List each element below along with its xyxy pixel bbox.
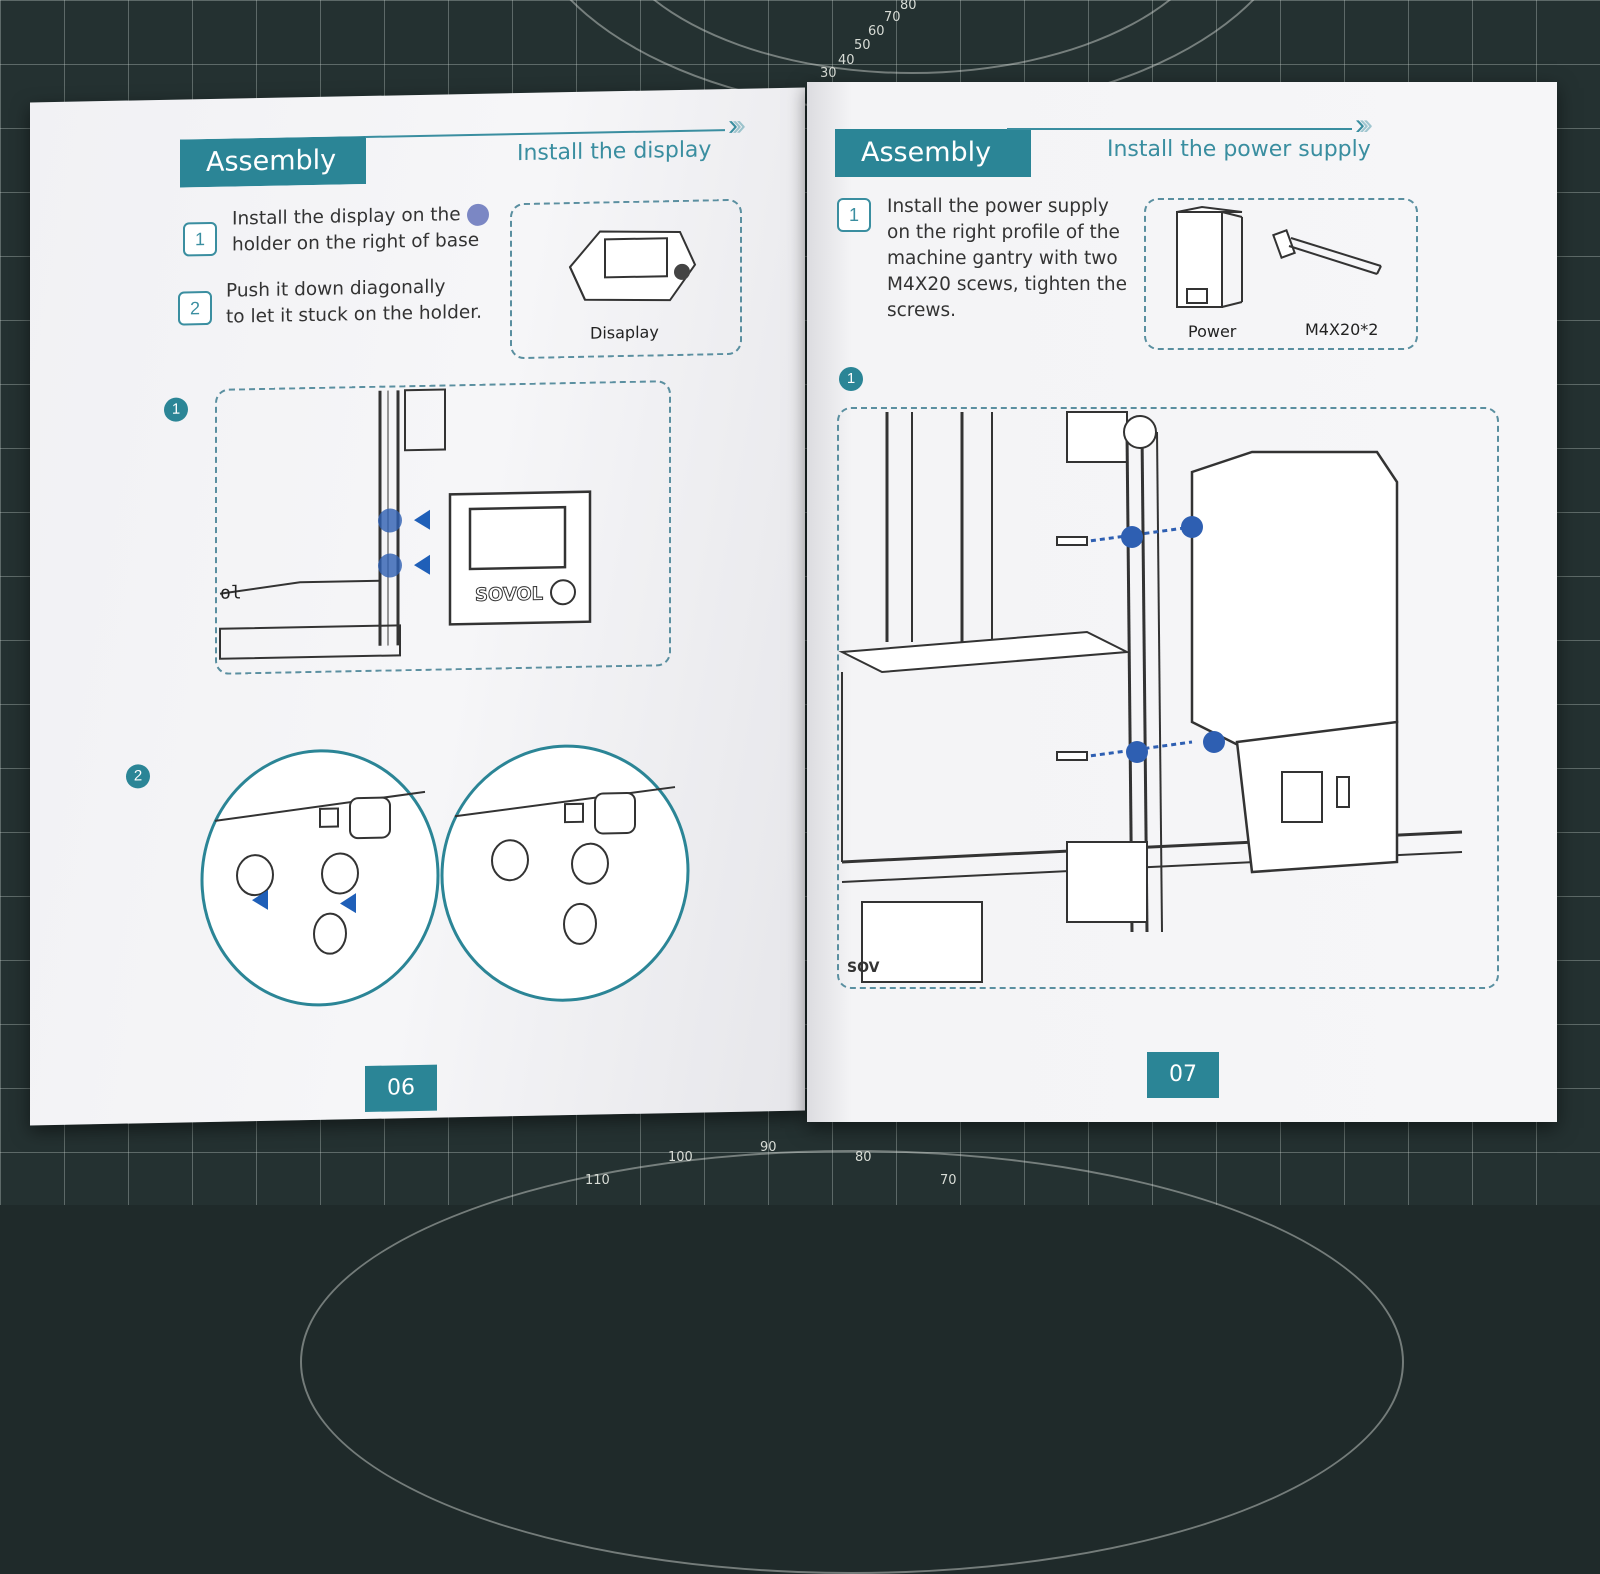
figure-2-closeup-right bbox=[440, 744, 690, 1002]
ruler-number: 90 bbox=[760, 1140, 777, 1155]
mat-protractor-arc-bottom bbox=[300, 1150, 1404, 1574]
step-number-badge: 2 bbox=[178, 290, 212, 326]
page-subtitle: Install the power supply bbox=[1107, 137, 1371, 162]
step-1-line: screws. bbox=[887, 300, 957, 321]
assembly-header: Assembly bbox=[835, 129, 1031, 177]
figure-1-box bbox=[837, 407, 1499, 989]
ruler-number: 100 bbox=[668, 1150, 693, 1165]
ruler-number: 50 bbox=[854, 38, 871, 53]
figure-1-power-supply-drawing: SOV bbox=[838, 411, 1463, 983]
figure-number-badge: 1 bbox=[839, 367, 863, 391]
page-subtitle: Install the display bbox=[517, 137, 712, 167]
step-1-text: Install the display on the holder on the… bbox=[232, 202, 489, 259]
header-rule bbox=[1007, 128, 1352, 130]
header-rule bbox=[365, 129, 725, 139]
step-number-badge: 1 bbox=[183, 221, 217, 257]
figure-1-edge-text: SOV bbox=[847, 960, 880, 976]
display-brand-text: SOVOL bbox=[475, 584, 543, 606]
step-1-line: Install the display on the bbox=[232, 204, 461, 230]
step-1-text: Install the power supply on the right pr… bbox=[887, 194, 1127, 324]
left-page: Assembly Install the display ››› 1 Insta… bbox=[30, 87, 805, 1126]
step-1-line: holder on the right of base bbox=[232, 229, 480, 256]
ruler-number: 80 bbox=[855, 1150, 872, 1165]
ruler-number: 30 bbox=[820, 66, 837, 81]
step-1-line: machine gantry with two bbox=[887, 248, 1118, 269]
step-1-line: Install the power supply bbox=[887, 196, 1109, 217]
figure-2-closeup-left bbox=[200, 749, 440, 1007]
part-caption-power: Power bbox=[1188, 322, 1237, 341]
screw-part-drawing bbox=[1272, 229, 1382, 275]
page-number: 06 bbox=[365, 1064, 437, 1113]
figure-1-drawing: ol SOVOL bbox=[219, 388, 592, 660]
ruler-number: 70 bbox=[940, 1173, 957, 1188]
ruler-number: 110 bbox=[585, 1173, 610, 1188]
chevrons-icon: ››› bbox=[1355, 108, 1373, 141]
figure-number-badge: 1 bbox=[164, 397, 188, 422]
parts-box bbox=[1144, 198, 1418, 350]
display-part-caption: Disaplay bbox=[590, 322, 659, 343]
ruler-number: 60 bbox=[868, 24, 885, 39]
step-number-badge: 1 bbox=[837, 198, 871, 232]
assembly-header: Assembly bbox=[180, 136, 366, 188]
chevrons-icon: ››› bbox=[728, 108, 740, 143]
display-part-drawing bbox=[568, 230, 697, 302]
step-2-text: Push it down diagonally to let it stuck … bbox=[226, 274, 482, 331]
ruler-number: 70 bbox=[884, 10, 901, 25]
part-caption-screw: M4X20*2 bbox=[1305, 320, 1379, 339]
right-page: Assembly Install the power supply ››› 1 … bbox=[807, 82, 1557, 1122]
ruler-number: 80 bbox=[900, 0, 917, 13]
ruler-number: 40 bbox=[838, 53, 855, 68]
step-2-line: to let it stuck on the holder. bbox=[226, 301, 483, 328]
step-2-line: Push it down diagonally bbox=[226, 276, 446, 302]
power-supply-part-drawing bbox=[1176, 205, 1243, 308]
step-1-line: M4X20 scews, tighten the bbox=[887, 274, 1128, 295]
figure-1-edge-text: ol bbox=[220, 582, 242, 603]
page-number: 07 bbox=[1147, 1052, 1219, 1098]
blue-dot-icon bbox=[466, 203, 489, 227]
step-1-line: on the right profile of the bbox=[887, 222, 1120, 243]
figure-number-badge: 2 bbox=[126, 764, 150, 789]
